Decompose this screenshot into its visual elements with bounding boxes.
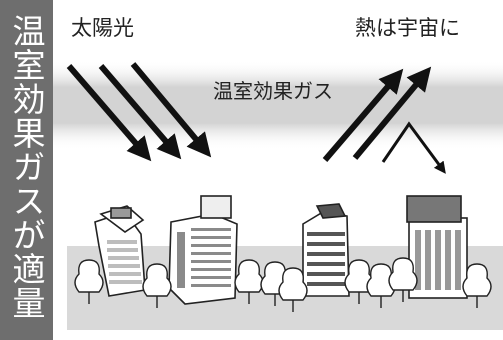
heat-arrow-2 — [352, 66, 432, 160]
tree — [74, 259, 104, 304]
greenhouse-gas-label: 温室効果ガス — [213, 79, 333, 103]
sunlight-arrows — [66, 62, 212, 162]
heat-to-space-label: 熱は宇宙に — [355, 16, 460, 40]
heat-reflected-arrow — [381, 121, 446, 174]
tree — [388, 257, 418, 302]
heat-arrow-1 — [322, 68, 404, 162]
side-title-band — [0, 0, 53, 340]
trees — [74, 257, 492, 312]
side-title: 温室効果ガスが適量だと — [7, 14, 46, 320]
building-right — [406, 195, 468, 299]
building-center-left — [168, 195, 238, 305]
greenhouse-scene: 太陽光 熱は宇宙に 温室効果ガス — [53, 0, 503, 340]
sunlight-arrow-2 — [98, 64, 182, 160]
greenhouse-gas-layer — [53, 60, 503, 150]
building-center-right — [302, 203, 350, 297]
tree — [278, 267, 308, 312]
sunlight-arrow-3 — [130, 62, 212, 158]
scene-illustration — [53, 60, 503, 330]
tree — [142, 263, 172, 308]
sunlight-arrow-1 — [66, 64, 152, 162]
building-left — [94, 205, 146, 297]
tree — [462, 263, 492, 308]
sunlight-label: 太陽光 — [71, 16, 134, 40]
heat-escape-arrows — [322, 66, 432, 162]
